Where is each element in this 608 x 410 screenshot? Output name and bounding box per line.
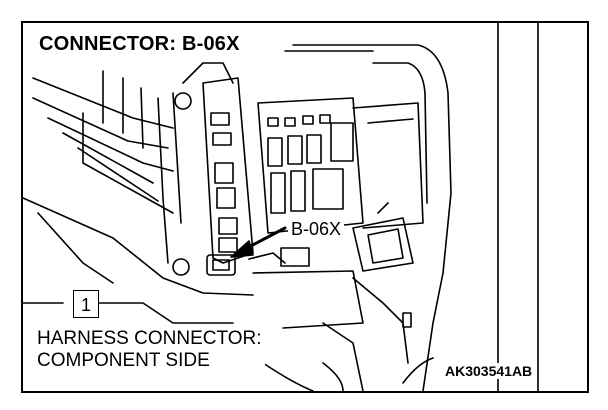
fuse-column	[174, 62, 254, 264]
connector-callout-label: B-06X	[288, 219, 345, 240]
harness-caption-line2: COMPONENT SIDE	[37, 350, 210, 371]
harness-caption-line1: HARNESS CONNECTOR:	[37, 328, 262, 349]
right-modules	[252, 202, 434, 391]
item-number-box: 1	[73, 290, 99, 318]
connector-b06x	[172, 252, 286, 276]
engine-bay-illustration	[23, 23, 539, 391]
body-contour	[292, 44, 452, 391]
pointer-arrow	[230, 226, 287, 258]
connector-title: CONNECTOR: B-06X	[37, 33, 244, 56]
relay-box	[257, 97, 424, 234]
harness-connector-caption: HARNESS CONNECTOR: COMPONENT SIDE	[35, 328, 265, 372]
figure-code: AK303541AB	[443, 363, 535, 379]
vent-slats	[32, 70, 182, 264]
body-contour-inner	[372, 62, 428, 204]
diagram-frame: CONNECTOR: B-06X B-06X 1 HARNESS CONNECT…	[21, 21, 589, 393]
